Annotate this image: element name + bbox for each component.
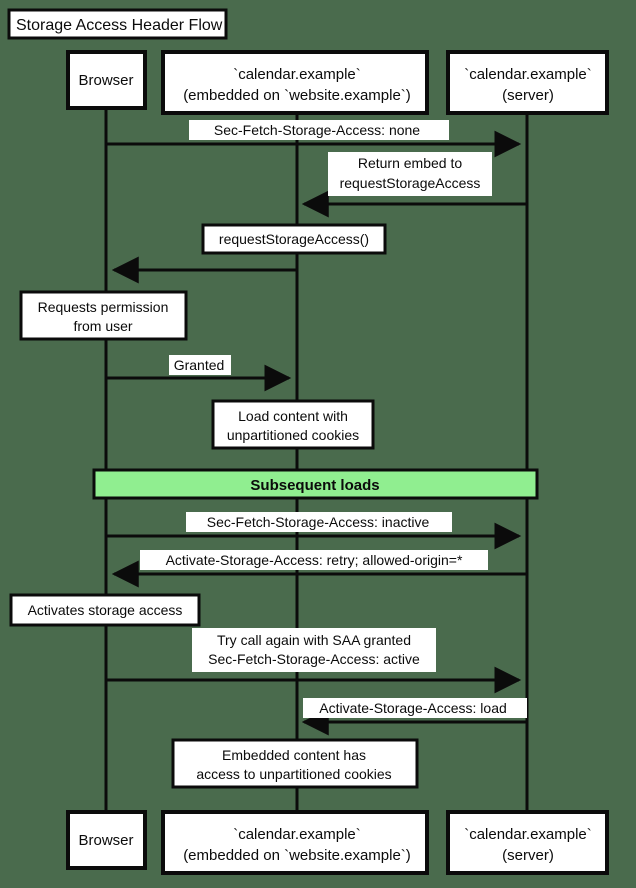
- participant-embed-top[interactable]: `calendar.example` (embedded on `website…: [161, 50, 429, 115]
- participant-browser-bottom-label: Browser: [78, 832, 133, 849]
- note-activates-storage-access-line1: Activates storage access: [28, 602, 183, 618]
- message-granted-label: Granted: [174, 357, 225, 373]
- message-granted: Granted: [106, 355, 292, 392]
- message-return-embed-label-line1: Return embed to: [358, 155, 462, 171]
- section-subsequent-loads: Subsequent loads: [92, 468, 539, 500]
- message-sec-fetch-inactive: Sec-Fetch-Storage-Access: inactive: [106, 512, 522, 550]
- message-activate-load-label: Activate-Storage-Access: load: [319, 700, 507, 716]
- participant-embed-bottom-label-line1: `calendar.example`: [233, 826, 361, 843]
- note-activates-storage-access: Activates storage access: [9, 593, 201, 627]
- participant-embed-bottom[interactable]: `calendar.example` (embedded on `website…: [161, 810, 429, 875]
- participant-browser-top[interactable]: Browser: [66, 50, 147, 110]
- diagram-title-text: Storage Access Header Flow: [16, 17, 223, 34]
- message-activate-load: Activate-Storage-Access: load: [301, 698, 527, 736]
- participant-browser-top-label: Browser: [78, 72, 133, 89]
- message-return-embed: Return embed to requestStorageAccess: [301, 152, 527, 218]
- message-try-call-again-label-line2: Sec-Fetch-Storage-Access: active: [208, 651, 420, 667]
- participant-embed-top-label-line2: (embedded on `website.example`): [183, 87, 411, 104]
- participant-browser-bottom[interactable]: Browser: [66, 810, 147, 870]
- note-requests-permission-line2: from user: [73, 318, 132, 334]
- message-request-storage-access-label: requestStorageAccess(): [219, 231, 369, 247]
- participant-server-top-label-line2: (server): [502, 87, 554, 104]
- note-embedded-content-line2: access to unpartitioned cookies: [196, 766, 391, 782]
- note-load-content-line1: Load content with: [238, 408, 348, 424]
- message-try-call-again-label-line1: Try call again with SAA granted: [217, 632, 411, 648]
- message-sec-fetch-inactive-label: Sec-Fetch-Storage-Access: inactive: [207, 514, 430, 530]
- note-load-content-line2: unpartitioned cookies: [227, 427, 359, 443]
- participant-server-top[interactable]: `calendar.example` (server): [446, 50, 609, 115]
- section-subsequent-loads-label: Subsequent loads: [250, 477, 379, 494]
- message-sec-fetch-none-label: Sec-Fetch-Storage-Access: none: [214, 122, 420, 138]
- message-activate-retry: Activate-Storage-Access: retry; allowed-…: [111, 550, 527, 588]
- note-embedded-content-line1: Embedded content has: [222, 747, 366, 763]
- note-embedded-content: Embedded content has access to unpartiti…: [171, 738, 419, 789]
- message-return-embed-label-line2: requestStorageAccess: [340, 175, 481, 191]
- note-requests-permission-line1: Requests permission: [38, 299, 169, 315]
- participant-server-bottom-label-line2: (server): [502, 847, 554, 864]
- note-load-content: Load content with unpartitioned cookies: [211, 399, 375, 450]
- participant-server-bottom[interactable]: `calendar.example` (server): [446, 810, 609, 875]
- participant-server-bottom-label-line1: `calendar.example`: [464, 826, 592, 843]
- message-try-call-again: Try call again with SAA granted Sec-Fetc…: [106, 628, 522, 694]
- message-activate-retry-label: Activate-Storage-Access: retry; allowed-…: [166, 552, 463, 568]
- message-request-storage-access: requestStorageAccess(): [111, 223, 387, 284]
- participant-embed-bottom-label-line2: (embedded on `website.example`): [183, 847, 411, 864]
- diagram-title: Storage Access Header Flow: [7, 8, 228, 40]
- message-sec-fetch-none: Sec-Fetch-Storage-Access: none: [106, 120, 522, 158]
- note-requests-permission: Requests permission from user: [19, 290, 188, 341]
- participant-embed-top-label-line1: `calendar.example`: [233, 66, 361, 83]
- participant-server-top-label-line1: `calendar.example`: [464, 66, 592, 83]
